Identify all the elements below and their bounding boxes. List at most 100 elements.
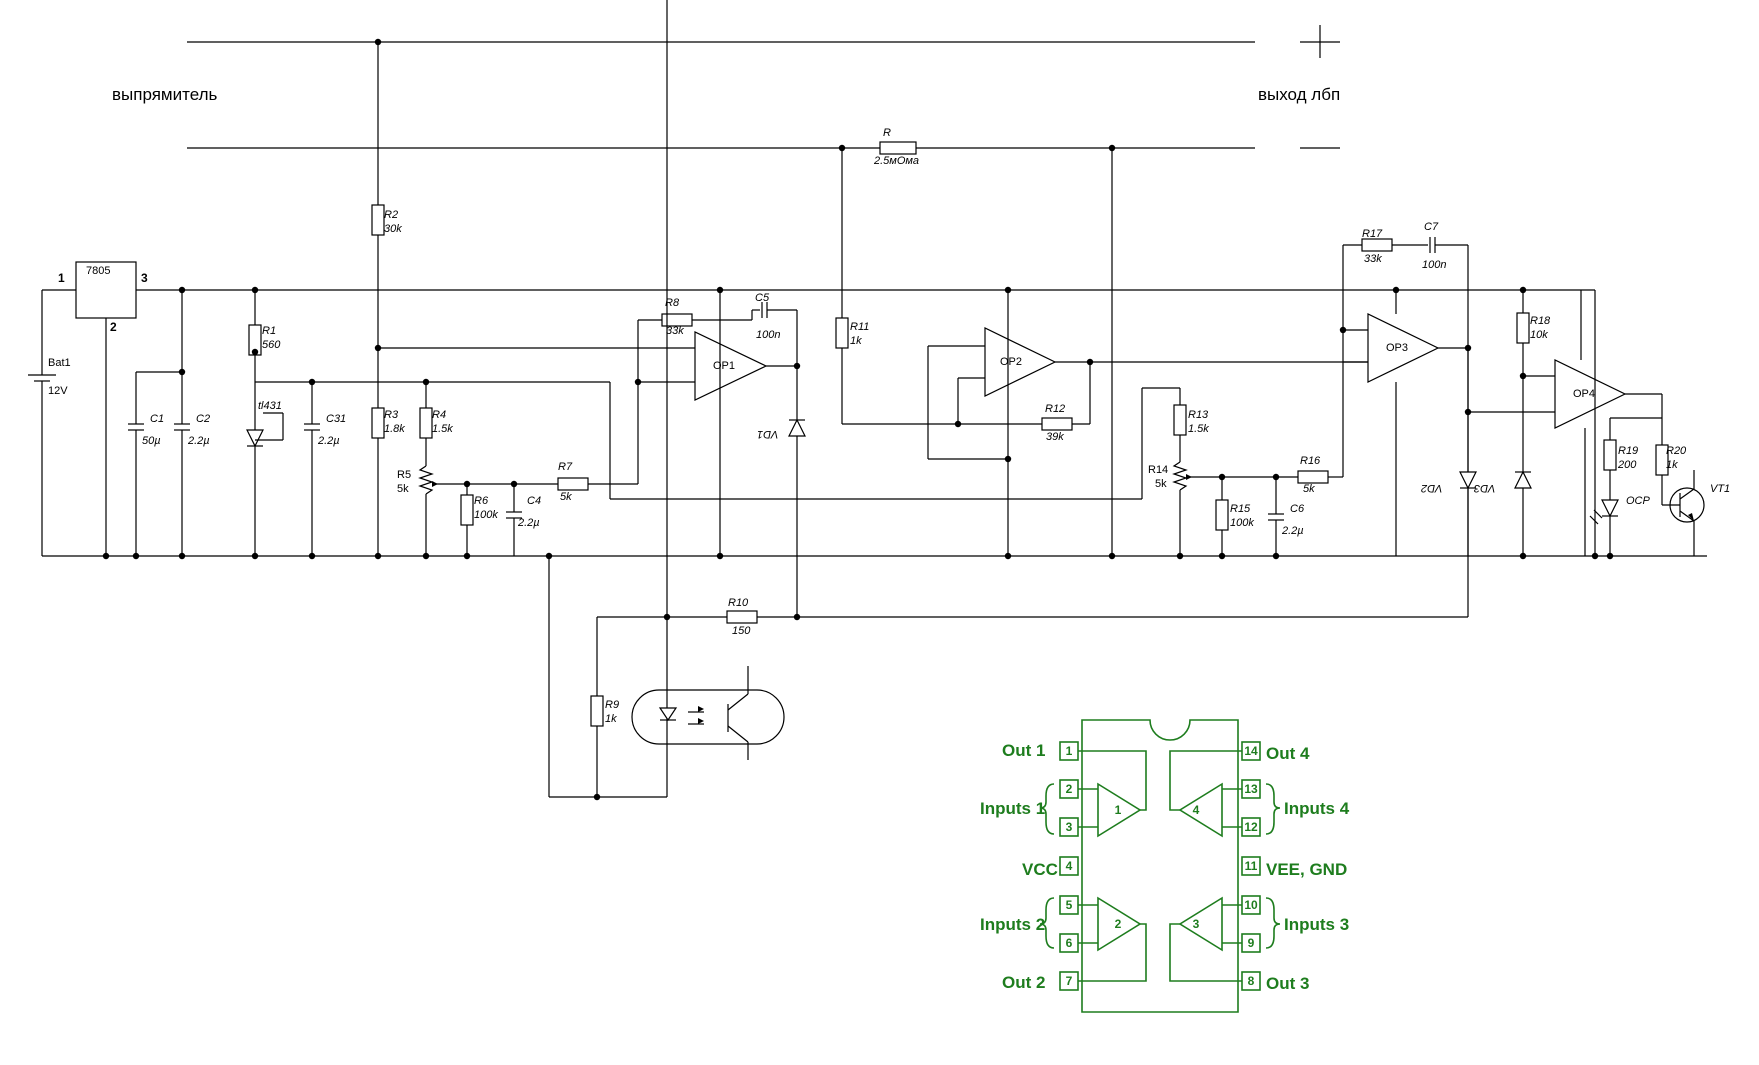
r2-ref: R2	[384, 209, 399, 221]
c4-value: 2.2µ	[518, 517, 540, 529]
pin-12: 12	[1244, 820, 1258, 834]
r18-ref: R18	[1530, 315, 1551, 327]
out4-label: Out 4	[1266, 744, 1310, 763]
amp3-number: 3	[1192, 917, 1200, 931]
amp2-number: 2	[1114, 917, 1122, 931]
r2-value: 30k	[384, 223, 402, 235]
r8-ref: R8	[665, 297, 680, 309]
amp1-number: 1	[1114, 803, 1122, 817]
c7-value: 100n	[1422, 259, 1447, 271]
inputs4-label: Inputs 4	[1284, 799, 1350, 818]
r12-value: 39k	[1046, 431, 1064, 443]
pin-3: 3	[1065, 820, 1073, 834]
r11-value: 1k	[850, 335, 862, 347]
r4-ref: R4	[432, 409, 447, 421]
shunt-ref: R	[883, 127, 891, 139]
r19-value: 200	[1618, 459, 1637, 471]
pin-1: 1	[1065, 744, 1073, 758]
r9-value: 1k	[605, 713, 617, 725]
c4-ref: C4	[527, 495, 542, 507]
amp4-number: 4	[1192, 803, 1200, 817]
vee-gnd-label: VEE, GND	[1266, 860, 1348, 879]
battery-value: 12V	[48, 385, 68, 397]
r20-value: 1k	[1666, 459, 1678, 471]
battery-ref: Bat1	[48, 357, 71, 369]
vd2-label: VD2	[1421, 482, 1443, 494]
out2-label: Out 2	[1002, 973, 1046, 992]
pin-9: 9	[1247, 936, 1255, 950]
pin-13: 13	[1244, 782, 1258, 796]
op2-label: OP2	[1000, 356, 1023, 368]
r8-value: 33k	[666, 325, 684, 337]
pin-11: 11	[1244, 859, 1258, 873]
r5-ref: R5	[397, 469, 412, 481]
vd1-label: VD1	[757, 428, 779, 440]
pin-14: 14	[1244, 744, 1258, 758]
r12-ref: R12	[1045, 403, 1066, 415]
r19-ref: R19	[1618, 445, 1639, 457]
c1-value: 50µ	[142, 435, 161, 447]
pin-8: 8	[1247, 974, 1255, 988]
op1-label: OP1	[713, 360, 736, 372]
r17-ref: R17	[1362, 228, 1383, 240]
regulator-pin2: 2	[110, 320, 117, 334]
c31-ref: C31	[326, 413, 347, 425]
r13-value: 1.5k	[1188, 423, 1209, 435]
r6-value: 100k	[474, 509, 498, 521]
r3-ref: R3	[384, 409, 399, 421]
c6-value: 2.2µ	[1282, 525, 1304, 537]
r4-value: 1.5k	[432, 423, 453, 435]
c6-ref: C6	[1290, 503, 1305, 515]
r1-ref: R1	[262, 325, 277, 337]
regulator-pin3: 3	[141, 271, 148, 285]
inputs2-label: Inputs 2	[980, 915, 1046, 934]
r11-ref: R11	[850, 321, 870, 333]
out1-label: Out 1	[1002, 741, 1046, 760]
c2-ref: C2	[196, 413, 211, 425]
r15-value: 100k	[1230, 517, 1254, 529]
r14-ref: R14	[1148, 464, 1169, 476]
pin-7: 7	[1065, 974, 1073, 988]
pin-2: 2	[1065, 782, 1073, 796]
r16-value: 5k	[1303, 483, 1315, 495]
r14-value: 5k	[1155, 478, 1167, 490]
rectifier-label: выпрямитель	[112, 85, 218, 104]
c2-value: 2.2µ	[188, 435, 210, 447]
r5-value: 5k	[397, 483, 409, 495]
op3-label: OP3	[1386, 342, 1409, 354]
r10-ref: R10	[728, 597, 749, 609]
pin-4: 4	[1065, 859, 1073, 873]
output-label: выход лбп	[1258, 85, 1341, 104]
r7-value: 5k	[560, 491, 572, 503]
pin-6: 6	[1065, 936, 1073, 950]
c5-value: 100n	[756, 329, 781, 341]
c7-ref: C7	[1424, 221, 1439, 233]
vd3-label: VD3	[1474, 482, 1496, 494]
c31-value: 2.2µ	[318, 435, 340, 447]
r1-value: 560	[262, 339, 281, 351]
r15-ref: R15	[1230, 503, 1251, 515]
out3-label: Out 3	[1266, 974, 1310, 993]
shunt-value: 2.5мОма	[874, 155, 920, 167]
r6-ref: R6	[474, 495, 489, 507]
c5-ref: C5	[755, 292, 770, 304]
regulator-label: 7805	[86, 265, 111, 277]
r3-value: 1.8k	[384, 423, 405, 435]
inputs3-label: Inputs 3	[1284, 915, 1350, 934]
r16-ref: R16	[1300, 455, 1321, 467]
vcc-label: VCC	[1022, 860, 1058, 879]
r13-ref: R13	[1188, 409, 1209, 421]
r18-value: 10k	[1530, 329, 1548, 341]
r9-ref: R9	[605, 699, 620, 711]
op4-label: OP4	[1573, 388, 1596, 400]
r10-value: 150	[732, 625, 751, 637]
r17-value: 33k	[1364, 253, 1382, 265]
pin-10: 10	[1244, 898, 1258, 912]
c1-ref: C1	[150, 413, 165, 425]
vt1-label: VT1	[1710, 483, 1731, 495]
r20-ref: R20	[1666, 445, 1687, 457]
pin-5: 5	[1065, 898, 1073, 912]
inputs1-label: Inputs 1	[980, 799, 1046, 818]
regulator-pin1: 1	[58, 271, 65, 285]
